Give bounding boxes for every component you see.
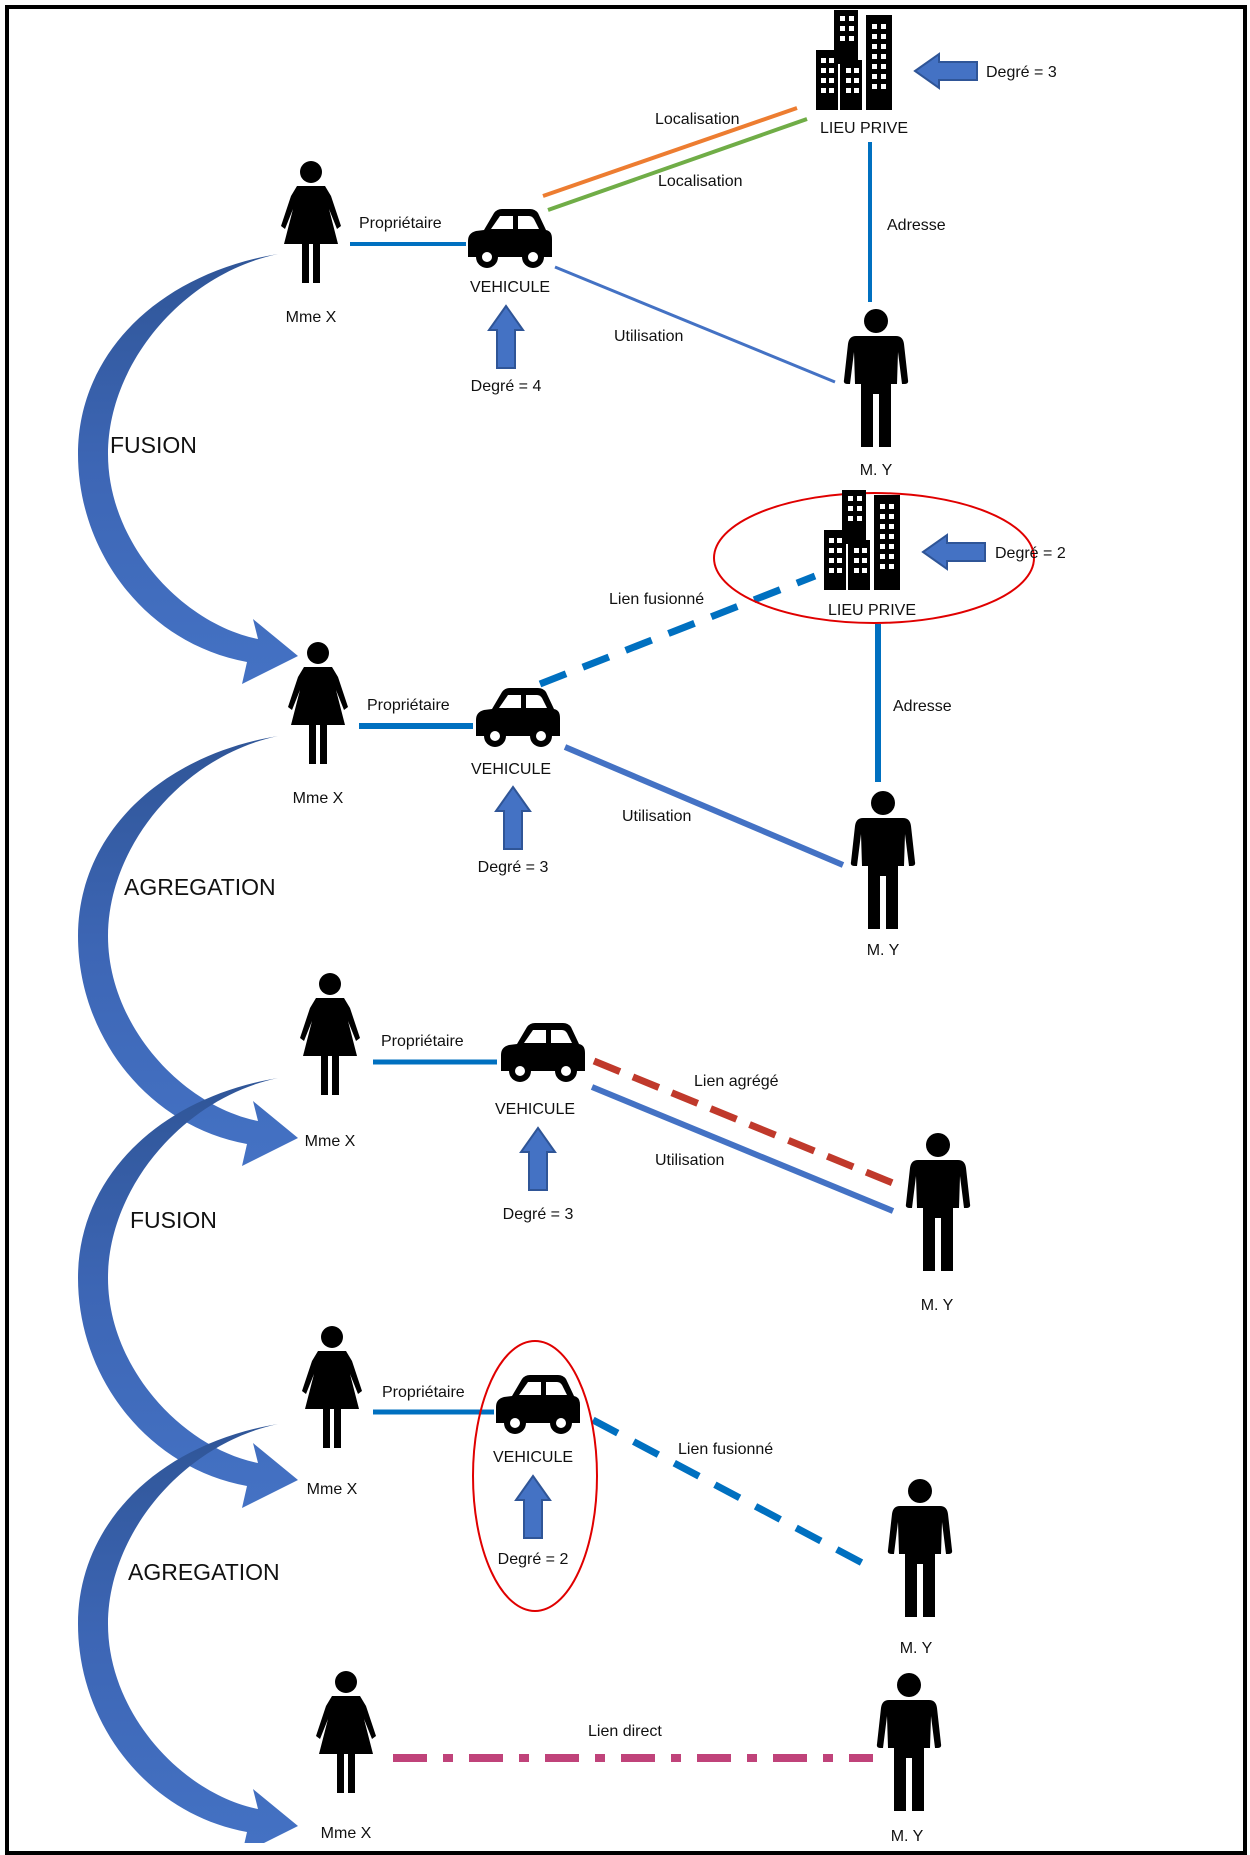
merged-link: [591, 1416, 870, 1570]
curved-arrow-icon: [78, 736, 298, 1166]
utilisation-label: Utilisation: [614, 328, 683, 345]
utilisation-link: [590, 1084, 895, 1214]
degree-arrow-icon: [520, 1127, 556, 1191]
vehicule-degree-label: Degré = 3: [503, 1206, 574, 1223]
car-icon: [468, 209, 552, 268]
mme-x-label: Mme X: [321, 1825, 372, 1842]
stage-3: Mme X Propriétaire VEHICULE Degré = 3 Li…: [300, 973, 971, 1314]
proprietaire-label: Propriétaire: [381, 1033, 464, 1050]
vehicule-degree-label: Degré = 3: [478, 859, 549, 876]
vehicule-label: VEHICULE: [470, 279, 550, 296]
vehicule-label: VEHICULE: [493, 1449, 573, 1466]
aggregated-link: [592, 1057, 907, 1192]
woman-icon: [288, 642, 348, 764]
m-y-label: M. Y: [921, 1297, 954, 1314]
lieu-prive-label: LIEU PRIVE: [820, 120, 908, 137]
utilisation-label: Utilisation: [622, 808, 691, 825]
vehicule-degree-label: Degré = 2: [498, 1551, 569, 1568]
lieu-degree-label: Degré = 3: [986, 64, 1057, 81]
degree-arrow-icon: [922, 534, 986, 570]
woman-icon: [300, 973, 360, 1095]
degree-arrow-icon: [914, 53, 978, 89]
woman-icon: [281, 161, 341, 283]
lieu-degree-label: Degré = 2: [995, 545, 1066, 562]
buildings-icon: [824, 490, 900, 590]
proprietaire-label: Propriétaire: [359, 215, 442, 232]
transition-label: AGREGATION: [128, 1559, 280, 1585]
localisation-link-green: [547, 117, 808, 212]
utilisation-link: [563, 744, 845, 868]
man-icon: [876, 1673, 942, 1811]
man-icon: [887, 1479, 953, 1617]
man-icon: [843, 309, 909, 447]
m-y-label: M. Y: [891, 1828, 924, 1843]
degree-arrow-icon: [488, 305, 524, 369]
transition-label: FUSION: [130, 1207, 217, 1233]
aggregated-link-label: Lien agrégé: [694, 1073, 779, 1090]
utilisation-label: Utilisation: [655, 1152, 724, 1169]
highlight-ellipse: [713, 492, 1035, 624]
proprietaire-label: Propriétaire: [382, 1384, 465, 1401]
mme-x-label: Mme X: [293, 790, 344, 807]
car-icon: [496, 1375, 580, 1434]
mme-x-label: Mme X: [307, 1481, 358, 1498]
highlight-ellipse: [472, 1340, 598, 1612]
degree-arrow-icon: [515, 1475, 551, 1539]
vehicule-label: VEHICULE: [495, 1101, 575, 1118]
merged-link: [538, 572, 817, 688]
transition-label: FUSION: [110, 432, 197, 458]
m-y-label: M. Y: [860, 462, 893, 479]
localisation-link-orange: [542, 106, 798, 198]
stage-1: LIEU PRIVE Degré = 3 Localisation Locali…: [281, 10, 1057, 479]
direct-link-label: Lien direct: [588, 1723, 662, 1740]
lieu-prive-label: LIEU PRIVE: [828, 602, 916, 619]
degree-arrow-icon: [495, 786, 531, 850]
stage-2: LIEU PRIVE Degré = 2 Lien fusionné Mme X…: [288, 490, 1066, 959]
vehicule-label: VEHICULE: [471, 761, 551, 778]
merged-link-label: Lien fusionné: [609, 591, 704, 608]
man-icon: [905, 1133, 971, 1271]
utilisation-link: [554, 265, 836, 384]
woman-icon: [316, 1671, 376, 1793]
car-icon: [476, 688, 560, 747]
woman-icon: [302, 1326, 362, 1448]
proprietaire-label: Propriétaire: [367, 697, 450, 714]
car-icon: [501, 1023, 585, 1082]
man-icon: [850, 791, 916, 929]
localisation-label-2: Localisation: [658, 173, 743, 190]
stage-4: Mme X Propriétaire VEHICULE Degré = 2 Li…: [302, 1326, 953, 1657]
mme-x-label: Mme X: [305, 1133, 356, 1150]
curved-arrow-icon: [78, 254, 298, 684]
transition-label: AGREGATION: [124, 874, 276, 900]
buildings-icon: [816, 10, 892, 110]
localisation-label-1: Localisation: [655, 111, 740, 128]
merged-link-label: Lien fusionné: [678, 1441, 773, 1458]
m-y-label: M. Y: [867, 942, 900, 959]
adresse-label: Adresse: [887, 217, 946, 234]
stage-5: Mme X Lien direct M. Y: [316, 1671, 942, 1843]
mme-x-label: Mme X: [286, 309, 337, 326]
adresse-label: Adresse: [893, 698, 952, 715]
m-y-label: M. Y: [900, 1640, 933, 1657]
vehicule-degree-label: Degré = 4: [471, 378, 542, 395]
